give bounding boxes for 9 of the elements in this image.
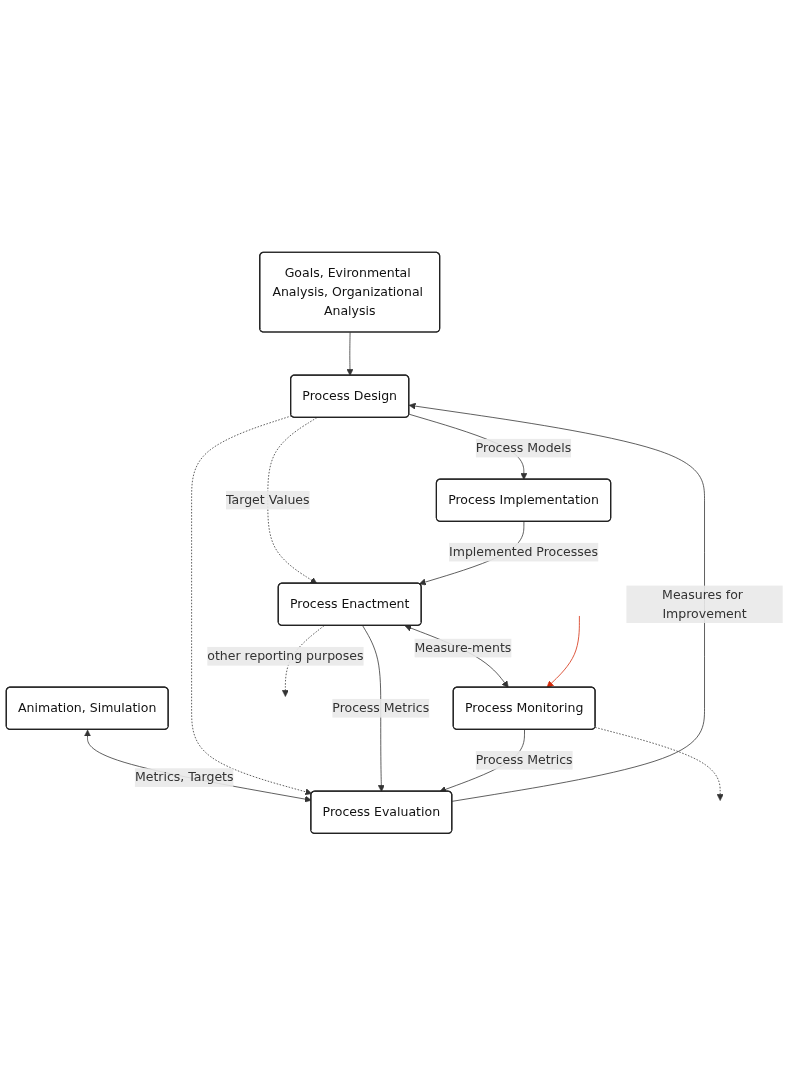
edge-label: Target Values xyxy=(226,492,310,508)
edge-label: Implemented Processes xyxy=(449,544,599,560)
edge-label: Measures for Improvement xyxy=(662,587,747,621)
edge-label: Process Metrics xyxy=(475,752,573,768)
edge-label: Measure-ments xyxy=(414,640,512,656)
edge-label: other reporting purposes xyxy=(207,648,364,664)
edge-label: Process Metrics xyxy=(332,700,430,716)
edge-label: Process Models xyxy=(475,440,572,456)
edge-label: Metrics, Targets xyxy=(134,769,234,785)
